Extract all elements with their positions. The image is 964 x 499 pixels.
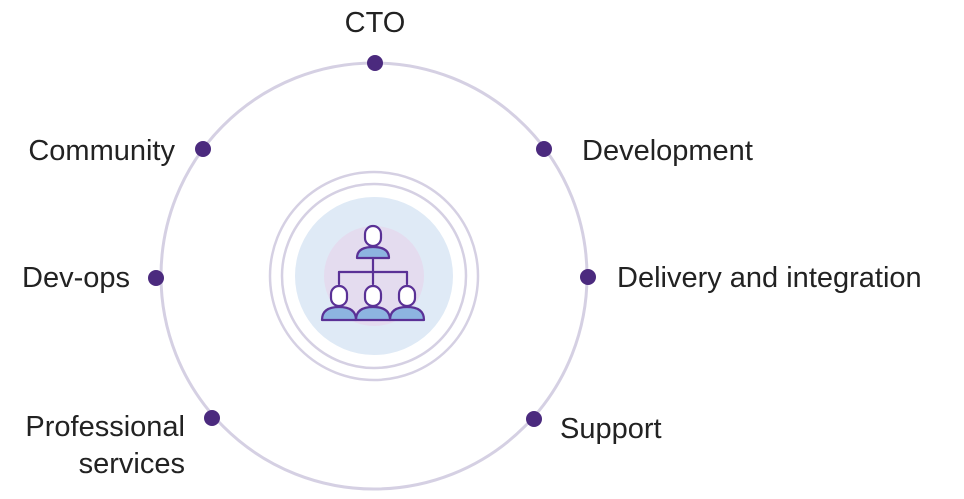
center-inner-ring (280, 182, 468, 370)
label-support: Support (560, 413, 662, 445)
center-outer-ring (268, 170, 480, 382)
label-cto: CTO (344, 7, 406, 39)
org-chart-icon (320, 224, 426, 322)
node-dot-professional (204, 410, 220, 426)
node-dot-support (526, 411, 542, 427)
label-delivery: Delivery and integration (617, 262, 922, 294)
label-professional-line1: Professional (25, 411, 185, 443)
node-dot-delivery (580, 269, 596, 285)
node-dot-devops (148, 270, 164, 286)
node-dot-community (195, 141, 211, 157)
node-dot-cto (367, 55, 383, 71)
node-dot-development (536, 141, 552, 157)
label-community: Community (28, 135, 175, 167)
label-professional-line2: services (78, 448, 185, 480)
label-development: Development (582, 135, 753, 167)
label-devops: Dev-ops (22, 262, 130, 294)
